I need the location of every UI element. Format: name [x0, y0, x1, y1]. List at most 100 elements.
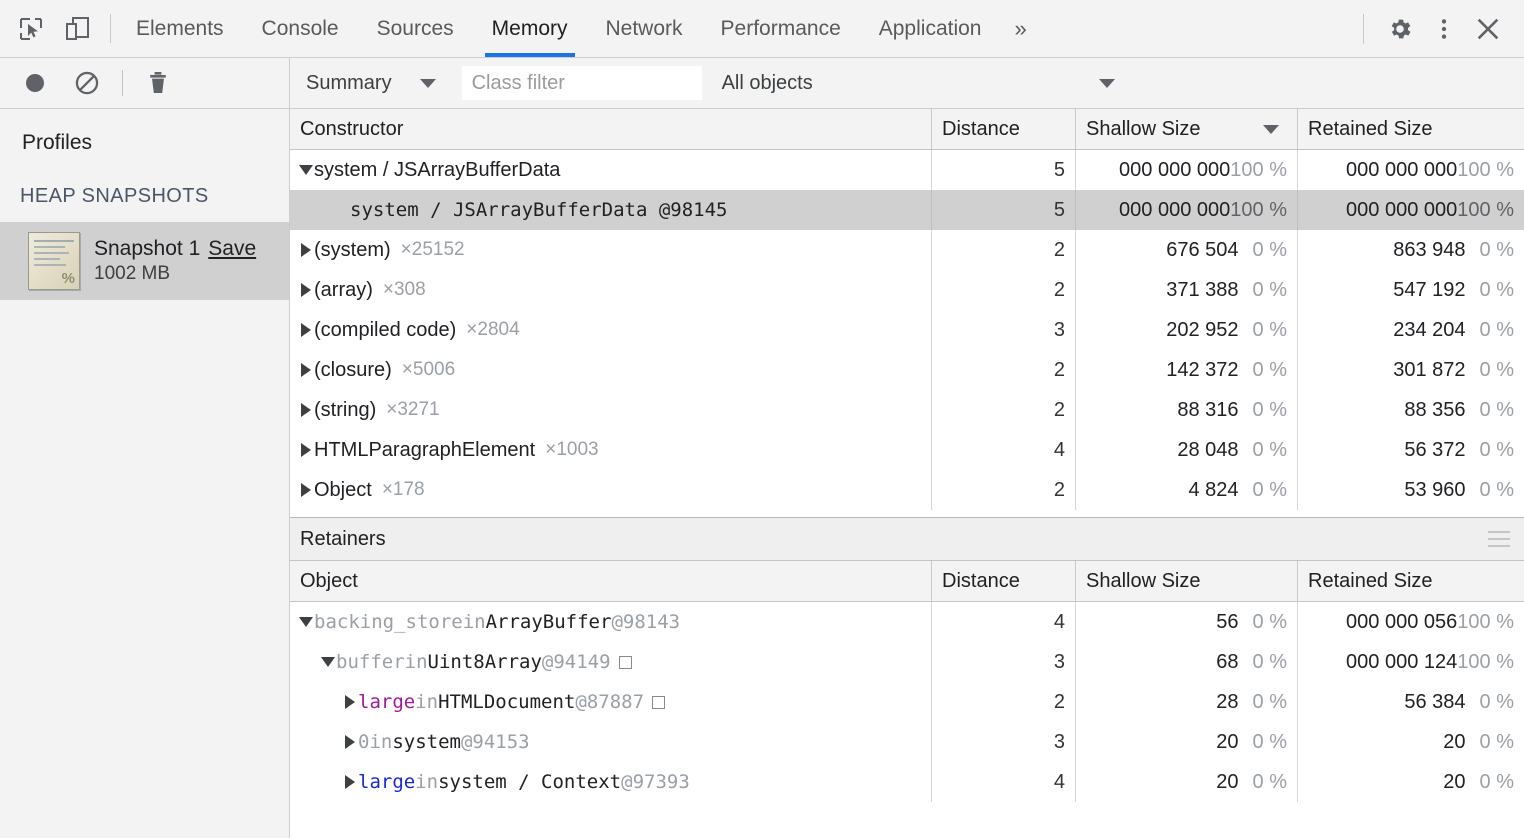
tab-label: Application [878, 16, 982, 40]
memory-toolbar-actions [0, 58, 290, 108]
size-percent: 0 % [1479, 318, 1514, 341]
close-icon[interactable] [1468, 9, 1508, 49]
constructors-grid-header: Constructor Distance Shallow Size Retain… [290, 109, 1524, 150]
tab-console[interactable]: Console [243, 0, 358, 57]
size-value: 28 [1216, 690, 1239, 713]
retainer-object-cell: buffer in Uint8Array @94149 [290, 642, 932, 682]
tab-network[interactable]: Network [587, 0, 702, 57]
kebab-menu-icon[interactable] [1424, 9, 1464, 49]
retainer-object-id: @94149 [541, 651, 611, 673]
hamburger-menu-icon[interactable] [1488, 531, 1510, 547]
size-value: 547 192 [1393, 278, 1466, 301]
size-value: 28 048 [1177, 438, 1239, 461]
size-percent: 0 % [1252, 770, 1287, 793]
expand-triangle-closed-icon[interactable] [298, 323, 314, 337]
snapshot-list-item[interactable]: % Snapshot 1 Save 1002 MB [0, 222, 289, 300]
size-percent: 0 % [1252, 650, 1287, 673]
column-label: Distance [942, 569, 1020, 592]
expand-triangle-closed-icon[interactable] [342, 695, 358, 709]
size-value: 000 000 000 [1346, 198, 1458, 221]
distance-cell: 4 [932, 430, 1076, 470]
profiles-title: Profiles [22, 131, 93, 154]
record-circle-icon[interactable] [18, 66, 52, 100]
constructor-name: system / JSArrayBufferData [314, 158, 561, 181]
expand-triangle-closed-icon[interactable] [298, 363, 314, 377]
expand-triangle-open-icon[interactable] [298, 617, 314, 627]
expand-triangle-closed-icon[interactable] [298, 483, 314, 497]
column-label: Shallow Size [1086, 117, 1201, 140]
size-value: 20 [1216, 770, 1239, 793]
tab-label: Network [605, 16, 683, 40]
objects-select[interactable]: All objects [722, 72, 1115, 95]
retainer-object-id: @94153 [460, 731, 530, 753]
view-select[interactable]: Summary [306, 72, 446, 95]
expand-triangle-closed-icon[interactable] [298, 243, 314, 257]
tab-application[interactable]: Application [860, 0, 1001, 57]
more-tabs-icon[interactable]: » [1000, 0, 1040, 57]
retainer-object-cell: 0 in system @94153 [290, 722, 932, 762]
expand-triangle-open-icon[interactable] [320, 657, 336, 667]
size-percent: 0 % [1479, 278, 1514, 301]
retainer-in-keyword: in [404, 651, 428, 673]
expand-triangle-closed-icon[interactable] [298, 283, 314, 297]
constructor-name: (compiled code) [314, 318, 457, 341]
size-percent: 0 % [1252, 278, 1287, 301]
device-toolbar-icon[interactable] [60, 12, 94, 46]
expand-triangle-closed-icon[interactable] [342, 775, 358, 789]
inspect-element-icon[interactable] [14, 12, 48, 46]
column-header-shallow-size[interactable]: Shallow Size [1076, 109, 1298, 149]
expand-triangle-closed-icon[interactable] [298, 403, 314, 417]
tab-memory[interactable]: Memory [473, 0, 587, 57]
snapshot-save-link[interactable]: Save [208, 237, 257, 260]
distance-cell: 3 [932, 642, 1076, 682]
size-percent: 0 % [1252, 730, 1287, 753]
expand-triangle-closed-icon[interactable] [298, 443, 314, 457]
size-percent: 0 % [1252, 478, 1287, 501]
constructors-grid: Constructor Distance Shallow Size Retain… [290, 109, 1524, 517]
size-value: 234 204 [1393, 318, 1466, 341]
column-header-distance[interactable]: Distance [932, 561, 1076, 601]
no-entry-icon[interactable] [70, 66, 104, 100]
size-percent: 0 % [1252, 358, 1287, 381]
column-header-constructor[interactable]: Constructor [290, 109, 932, 149]
tab-sources[interactable]: Sources [358, 0, 473, 57]
gear-icon[interactable] [1380, 9, 1420, 49]
size-value: 202 952 [1166, 318, 1239, 341]
view-select-label: Summary [306, 71, 392, 94]
column-header-shallow-size[interactable]: Shallow Size [1076, 561, 1298, 601]
constructor-count: ×25152 [400, 239, 465, 260]
trash-icon[interactable] [141, 66, 175, 100]
size-percent: 0 % [1479, 398, 1514, 421]
size-value: 4 824 [1188, 478, 1239, 501]
tab-performance[interactable]: Performance [702, 0, 860, 57]
column-header-object[interactable]: Object [290, 561, 932, 601]
constructor-cell: (array)×308 [290, 270, 932, 310]
distance-cell: 2 [932, 682, 1076, 722]
size-value: 56 384 [1404, 690, 1466, 713]
class-filter-input[interactable] [461, 66, 702, 100]
column-header-retained-size[interactable]: Retained Size [1298, 561, 1524, 601]
expand-triangle-open-icon[interactable] [298, 165, 314, 175]
expand-triangle-closed-icon[interactable] [342, 735, 358, 749]
tab-elements[interactable]: Elements [117, 0, 243, 57]
constructor-cell: system / JSArrayBufferData @98145 [290, 190, 932, 230]
column-header-distance[interactable]: Distance [932, 109, 1076, 149]
constructor-name: (system) [314, 238, 391, 261]
column-header-retained-size[interactable]: Retained Size [1298, 109, 1524, 149]
